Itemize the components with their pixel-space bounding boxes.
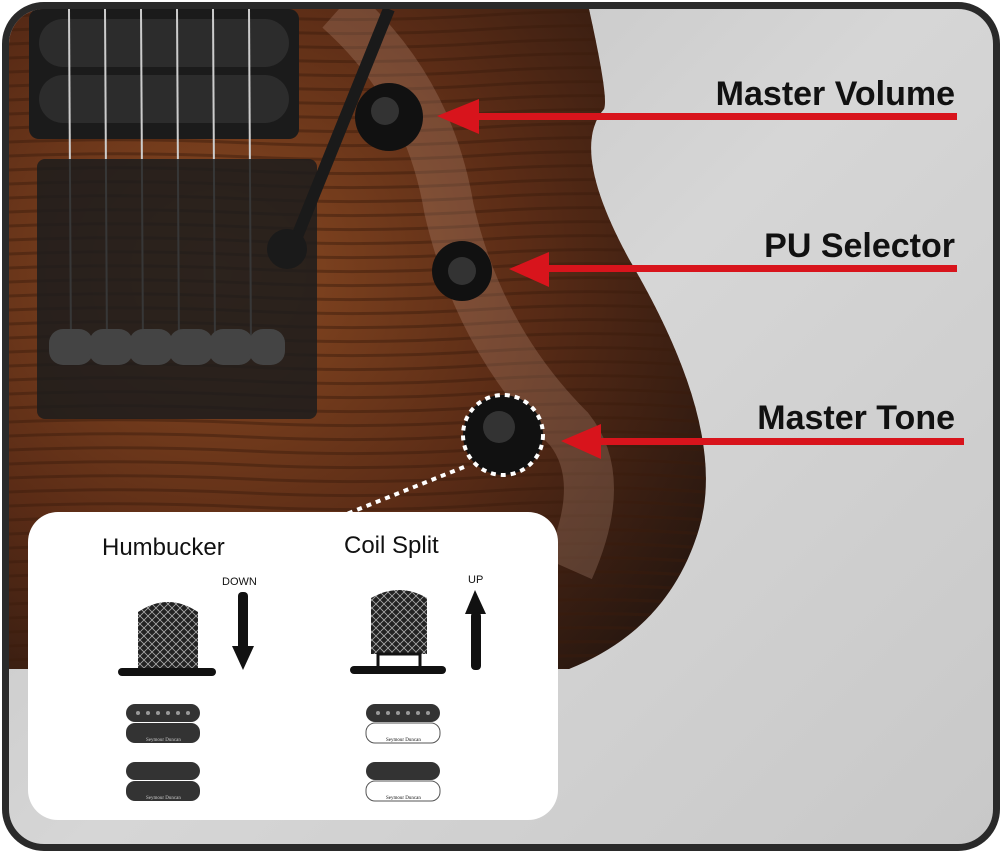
arrow-down-icon	[232, 592, 254, 670]
tone-knob-inset: Humbucker Coil Split DOWN UP	[28, 512, 558, 820]
up-label: UP	[468, 574, 484, 586]
humbucker-pickup-icon	[126, 704, 200, 801]
coil-split-title: Coil Split	[344, 532, 439, 559]
pu-selector-label: PU Selector	[764, 227, 955, 265]
guitar-photo	[9, 9, 964, 669]
pickup-brand: Seymour Duncan	[146, 796, 181, 801]
pickup-brand: Seymour Duncan	[146, 738, 181, 743]
down-label: DOWN	[222, 576, 257, 588]
arrows	[437, 99, 964, 459]
master-volume-label: Master Volume	[715, 75, 955, 113]
arrow-up-icon	[465, 590, 486, 670]
tremolo-arm	[288, 9, 395, 247]
neck-pickup	[29, 9, 299, 139]
coil-split-pickup-icon	[365, 704, 441, 802]
pickup-brand: Seymour Duncan	[386, 796, 421, 801]
knob-down-icon	[118, 602, 216, 676]
pickup-brand: Seymour Duncan	[386, 738, 421, 743]
inset-graphics: Seymour Duncan Seymour Duncan Seymour Du…	[118, 590, 486, 802]
knob-up-icon	[350, 590, 446, 674]
bridge	[37, 159, 317, 419]
master-tone-label: Master Tone	[757, 399, 955, 437]
humbucker-title: Humbucker	[102, 534, 225, 561]
